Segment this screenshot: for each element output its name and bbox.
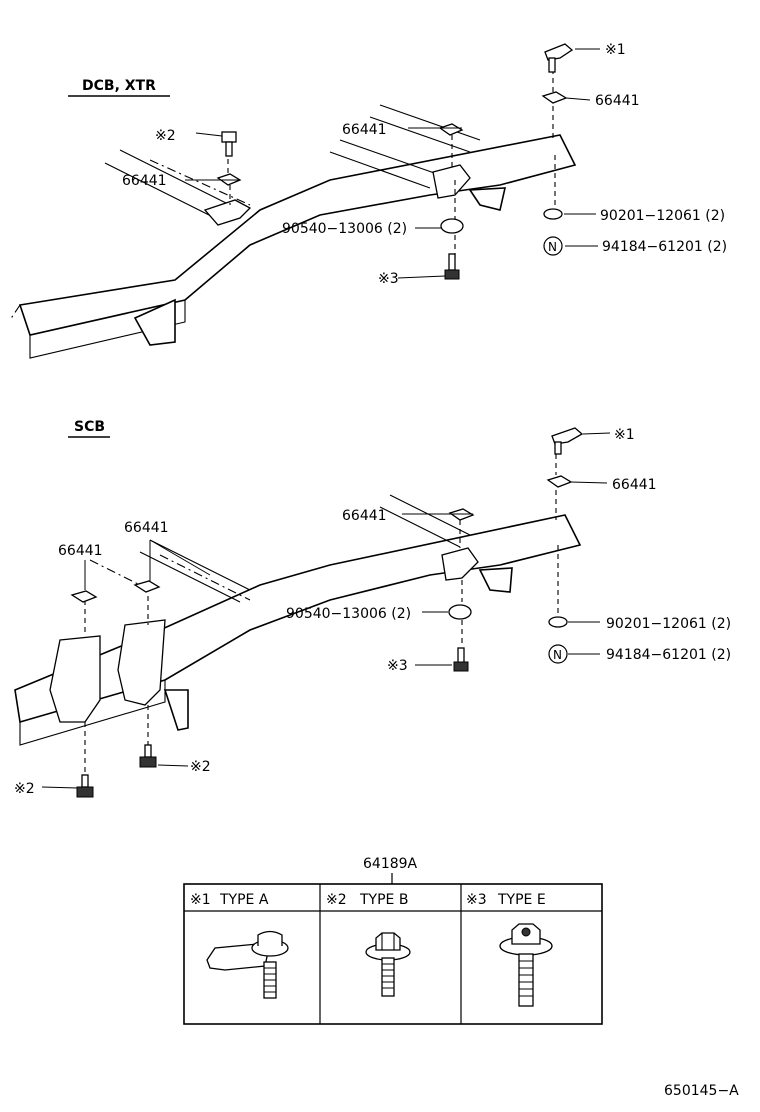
type-e-bolt-scb [453,647,469,672]
table-col3-mark: ※3 [466,892,487,908]
frame-rail-notch-right [468,187,507,211]
table-col1-label: TYPE A [219,892,269,908]
n-symbol-text-scb: N [553,648,562,662]
label-mark1-top: ※1 [605,42,626,58]
label-90201-top: 90201−12061 (2) [600,208,725,224]
cross-member-lines-scb [139,494,471,603]
label-66441-scb-left2: 66441 [124,520,169,536]
table-col2-label: TYPE B [359,892,408,908]
washer-66441-top-right [541,91,568,104]
table-col2-mark: ※2 [326,892,347,908]
label-94184-scb: 94184−61201 (2) [606,647,731,663]
label-94184-top: 94184−61201 (2) [602,239,727,255]
label-mark2-scb-1: ※2 [190,759,211,775]
frame-rail-notch [133,298,176,346]
label-mark1-scb: ※1 [614,427,635,443]
label-mark3-scb: ※3 [387,658,408,674]
left-bracket-scb-1 [49,635,101,723]
n-symbol-scb [548,644,568,664]
frame-hidden [9,304,21,321]
cushion-90540-top [440,218,464,234]
types-table: 64189A ※1 TYPE A ※2 TYPE B ※3 TYPE E [183,856,603,1025]
label-66441-top-mid: 66441 [342,122,387,138]
type-b-bolt-illustration [365,932,411,997]
label-66441-scb-mid: 66441 [342,508,387,524]
assembly-lines-scb [84,445,559,775]
table-part-number: 64189A [363,856,418,872]
type-a-bolt-illustration [206,930,289,999]
leader-lines-scb [41,432,611,789]
washer-90201-top [543,208,563,220]
figure-code: 650145−A [664,1083,739,1099]
table-border [183,883,603,1025]
cross-member-lines [104,104,481,219]
washer-66441-top-mid [438,123,464,136]
type-a-bolt-scb [551,427,584,455]
type-e-bolt-illustration [499,923,553,1007]
table-col1-mark: ※1 [190,892,211,908]
label-66441-top-left: 66441 [122,173,167,189]
left-bracket-scb-2 [117,619,166,706]
assembly-lines [227,60,556,258]
label-90540-top: 90540−13006 (2) [282,221,407,237]
right-bracket [432,164,471,199]
label-90540-scb: 90540−13006 (2) [286,606,411,622]
cross-member-hidden-scb [89,554,251,601]
label-66441-top-right: 66441 [595,93,640,109]
leader-lines [185,48,600,279]
label-66441-scb-right: 66441 [612,477,657,493]
washer-66441-scb-left [70,590,98,603]
table-col3-label: TYPE E [497,892,546,908]
washer-66441-scb-right [546,475,573,488]
n-symbol-top [543,236,563,256]
label-66441-scb-left: 66441 [58,543,103,559]
left-bracket [203,199,252,226]
label-90201-scb: 90201−12061 (2) [606,616,731,632]
section-scb: SCB [14,419,731,798]
type-b-bolt-scb-1 [139,744,157,768]
frame-rail-notch-scb [163,689,189,731]
type-a-bolt-top [544,43,574,73]
frame-rail-lower-edge [29,300,186,359]
type-b-bolt-top [221,131,237,157]
type-e-bolt-top [444,253,460,280]
frame-rail-notch-right-scb [478,567,513,593]
section-dcb-xtr: DCB, XTR [9,42,727,359]
right-bracket-scb [441,547,479,581]
washer-90201-scb [548,616,568,628]
section-heading-dcb-xtr: DCB, XTR [82,78,156,94]
label-mark3-top: ※3 [378,271,399,287]
label-mark2-scb-2: ※2 [14,781,35,797]
section-heading-scb: SCB [74,419,105,435]
label-mark2-top: ※2 [155,128,176,144]
type-b-bolt-scb-2 [76,774,94,798]
cushion-90540-scb [448,604,472,620]
washer-66441-scb-left2 [133,580,161,593]
n-symbol-text-top: N [548,240,557,254]
